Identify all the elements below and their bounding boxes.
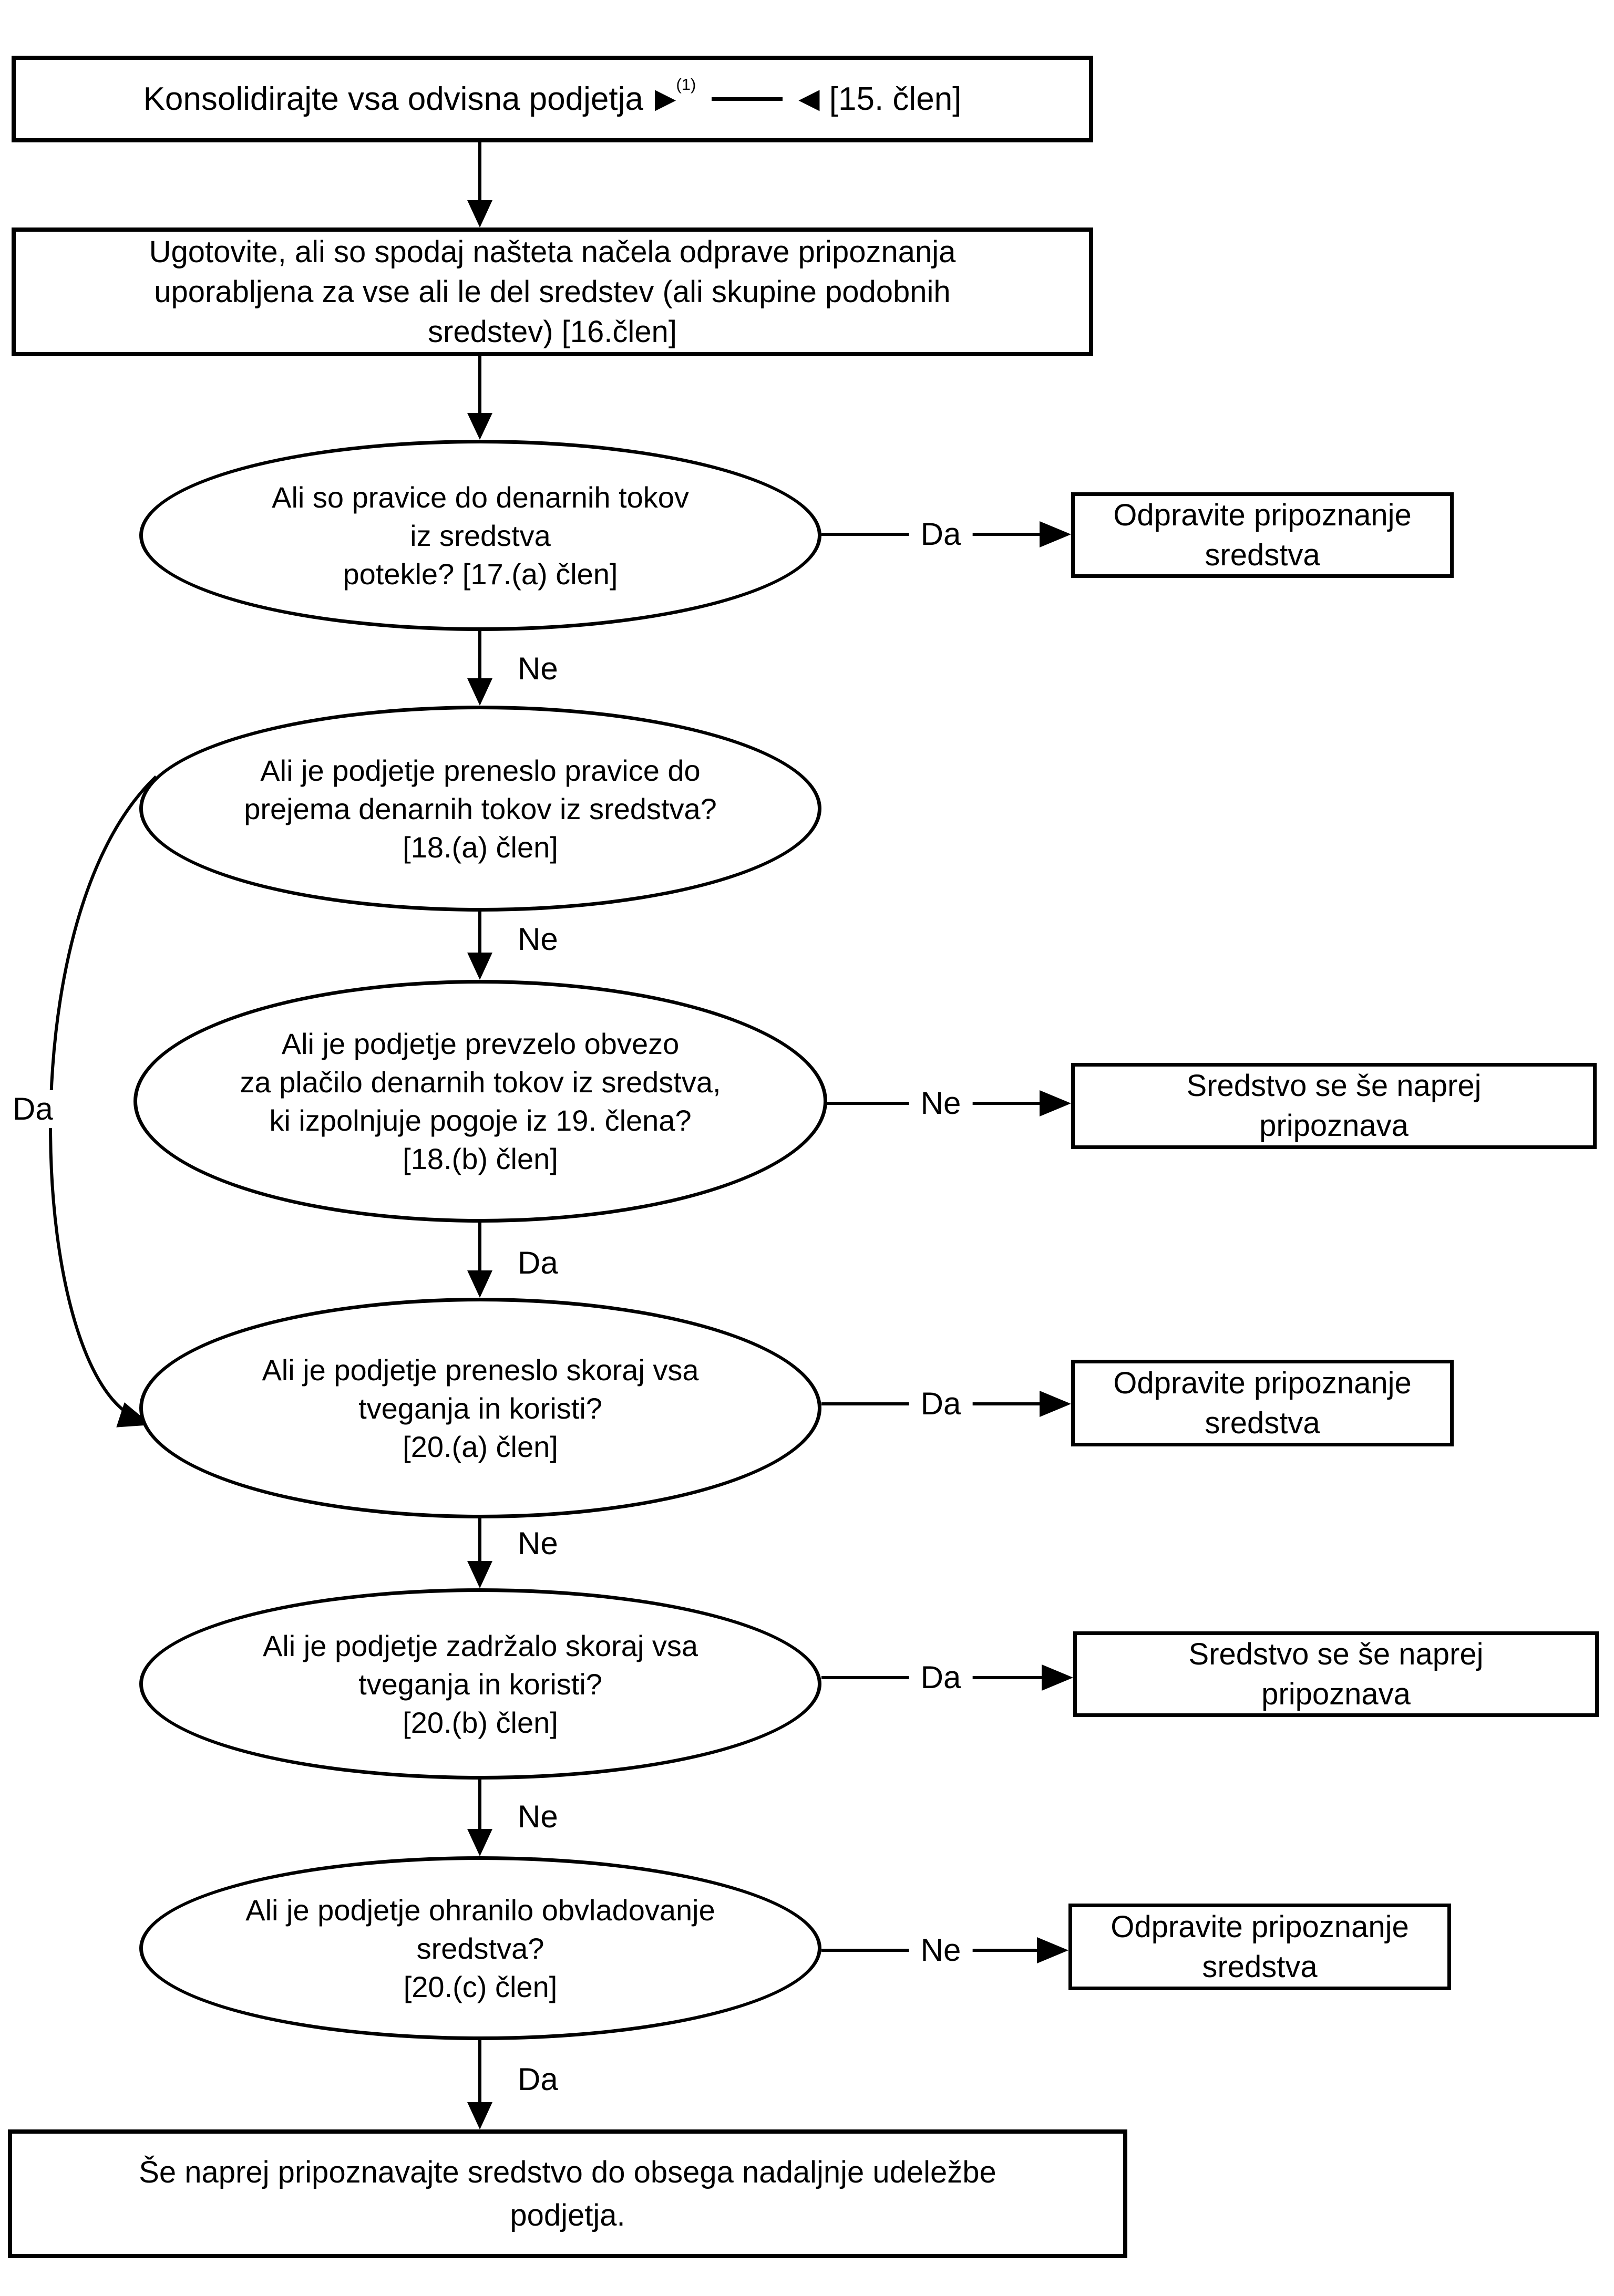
node-line: pripoznava [1259,1109,1409,1143]
node-line: [18.(a) člen] [403,830,558,864]
node-line: Odpravite pripoznanje [1113,1366,1412,1400]
node-line: potekle? [17.(a) člen] [343,557,618,591]
node-line: Ali je podjetje preneslo skoraj vsa [262,1353,699,1387]
node-line: Ali je podjetje prevzelo obvezo [281,1027,680,1060]
decision-rights-expired: Ali so pravice do denarnih tokov iz sred… [139,440,821,631]
consolidate-article-ref: [15. člen] [829,80,962,117]
node-line: sredstva? [416,1931,544,1965]
amendment-close-icon: ◀ [798,83,820,115]
node-consolidate-text: Konsolidirajte vsa odvisna podjetja ▶ (1… [143,75,962,118]
result-derecognise-3: Odpravite pripoznanje sredstva [1068,1904,1451,1990]
consolidate-label: Konsolidirajte vsa odvisna podjetja [143,80,643,117]
node-line: Sredstvo se še naprej [1186,1069,1482,1103]
label-q4-yes: Da [909,1385,973,1423]
amendment-footnote-marker: (1) [676,75,696,94]
label-q3-yes: Da [518,1245,558,1280]
label-q4-no: Ne [518,1526,558,1561]
label-q6-no: Ne [909,1931,973,1969]
decision-assumed-obligation: Ali je podjetje prevzelo obvezo za plači… [133,980,827,1223]
decision-retained-risks: Ali je podjetje zadržalo skoraj vsa tveg… [139,1588,821,1780]
decision-transferred-rights: Ali je podjetje preneslo pravice do prej… [139,706,821,912]
node-determine-principles: Ugotovite, ali so spodaj našteta načela … [12,227,1093,356]
label-q3-no: Ne [909,1084,973,1122]
node-line: Ugotovite, ali so spodaj našteta načela … [149,234,956,269]
label-q2-yes: Da [7,1090,58,1128]
node-continuing-involvement: Še naprej pripoznavajte sredstvo do obse… [8,2129,1127,2258]
amendment-open-icon: ▶ [654,83,676,115]
result-derecognise-2: Odpravite pripoznanje sredstva [1071,1360,1454,1446]
decision-transferred-risks: Ali je podjetje preneslo skoraj vsa tveg… [139,1298,821,1518]
node-line: sredstva [1202,1949,1318,1984]
node-line: sredstva [1205,1405,1320,1440]
node-line: za plačilo denarnih tokov iz sredstva, [240,1066,721,1099]
node-line: sredstev) [16.člen] [428,314,677,349]
node-line: podjetja. [510,2198,625,2232]
node-line: Še naprej pripoznavajte sredstvo do obse… [139,2155,996,2189]
result-derecognise-1: Odpravite pripoznanje sredstva [1071,492,1454,578]
amendment-dash-icon [712,97,783,101]
node-line: Odpravite pripoznanje [1113,498,1412,532]
node-line: tveganja in koristi? [358,1391,602,1425]
node-line: prejema denarnih tokov iz sredstva? [244,792,717,825]
node-line: pripoznava [1261,1677,1411,1711]
node-line: Ali je podjetje preneslo pravice do [260,753,701,787]
node-line: [18.(b) člen] [403,1142,558,1175]
node-line: [20.(b) člen] [403,1705,558,1739]
node-line: Ali je podjetje ohranilo obvladovanje [245,1893,715,1927]
node-line: [20.(c) člen] [403,1970,558,2003]
node-line: Ali so pravice do denarnih tokov [272,480,689,514]
node-line: [20.(a) člen] [403,1430,558,1463]
result-continue-recognising-1: Sredstvo se še naprej pripoznava [1071,1063,1597,1149]
node-line: uporabljena za vse ali le del sredstev (… [154,274,951,309]
node-line: ki izpolnjuje pogoje iz 19. člena? [269,1104,692,1137]
node-line: tveganja in koristi? [358,1667,602,1701]
label-q5-no: Ne [518,1799,558,1834]
label-q5-yes: Da [909,1659,973,1697]
node-line: iz sredstva [410,519,551,552]
node-line: Odpravite pripoznanje [1111,1909,1409,1944]
label-q1-no: Ne [518,651,558,686]
label-q1-yes: Da [909,515,973,553]
node-line: sredstva [1205,537,1320,572]
node-consolidate: Konsolidirajte vsa odvisna podjetja ▶ (1… [12,56,1093,142]
label-q6-yes: Da [518,2062,558,2097]
decision-retained-control: Ali je podjetje ohranilo obvladovanje sr… [139,1856,821,2040]
node-line: Ali je podjetje zadržalo skoraj vsa [263,1629,698,1662]
result-continue-recognising-2: Sredstvo se še naprej pripoznava [1073,1631,1599,1717]
node-line: Sredstvo se še naprej [1188,1637,1484,1671]
label-q2-no: Ne [518,922,558,957]
